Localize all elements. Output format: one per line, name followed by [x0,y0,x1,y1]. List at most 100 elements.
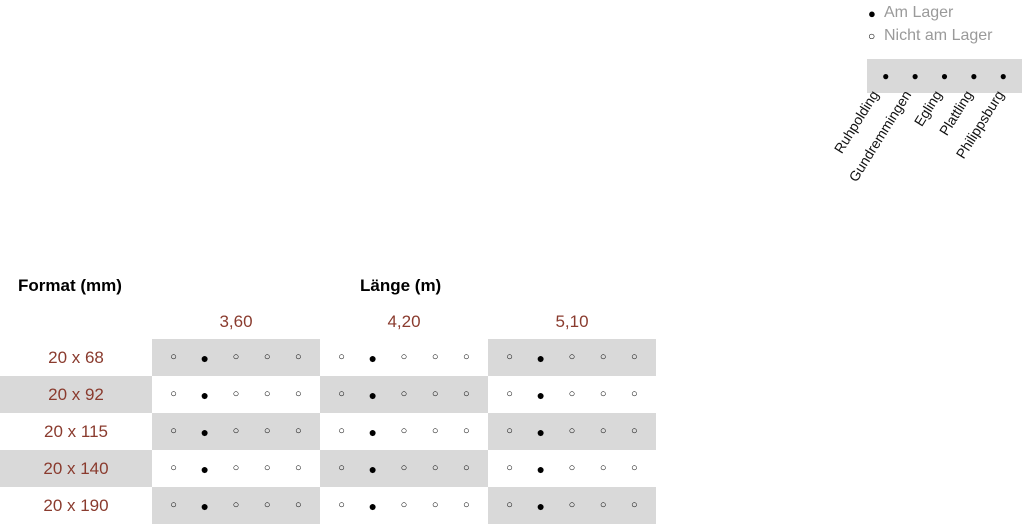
open-dot-icon: ○ [506,351,513,363]
open-dot-icon: ○ [400,351,408,363]
open-dot-icon: ○ [568,462,576,474]
open-dot-icon: ○ [400,425,408,437]
length-group-cell: ○●○○○ [488,487,656,524]
open-dot-icon: ○ [295,462,302,474]
open-dot-icon: ○ [295,388,302,400]
length-label: 5,10 [555,312,589,331]
filled-dot-icon: ● [536,497,546,514]
length-group-cell: ○ ● ○ ○ ○ [488,376,656,413]
open-dot-icon: ○ [631,351,638,363]
open-dot-icon: ○ [232,462,240,474]
filled-dot-icon: ● [868,5,876,21]
open-dot-icon: ○ [232,351,240,363]
open-dot-icon: ○ [400,388,408,400]
filled-dot-icon: ● [200,349,210,366]
filled-dot-icon: ● [536,386,546,403]
open-dot-icon: ○ [431,388,439,400]
legend-in-stock-label: Am Lager [884,4,954,21]
location-key-dot: ● [911,69,919,83]
open-dot-icon: ○ [431,499,439,511]
open-dot-icon: ○ [295,351,302,363]
open-dot-icon: ○ [868,29,876,43]
filled-dot-icon: ● [200,386,210,403]
open-dot-icon: ○ [431,425,439,437]
open-dot-icon: ○ [232,388,240,400]
open-dot-icon: ○ [506,425,513,437]
open-dot-icon: ○ [170,425,177,437]
open-dot-icon: ○ [599,462,607,474]
table-row: 20 x 92○●○○○○●○○○○●○○○ [0,376,656,413]
length-label: 4,20 [387,312,421,331]
filled-dot-icon: ● [536,349,546,366]
filled-dot-icon: ● [368,423,378,440]
format-cell: 20 x 68 [48,347,104,367]
open-dot-icon: ○ [263,351,271,363]
format-header: Format (mm) [18,276,122,295]
open-dot-icon: ○ [338,499,345,511]
format-cell: 20 x 92 [0,376,152,413]
open-dot-icon: ○ [463,499,470,511]
open-dot-icon: ○ [506,388,513,400]
location-key-dot: ● [999,69,1007,83]
open-dot-icon: ○ [170,351,177,363]
length-group-cell: ○●○○○ [152,413,320,450]
open-dot-icon: ○ [263,462,271,474]
filled-dot-icon: ● [368,497,378,514]
open-dot-icon: ○ [506,462,513,474]
location-key-dot: ● [970,69,978,83]
open-dot-icon: ○ [599,425,607,437]
open-dot-icon: ○ [338,351,345,363]
length-group-cell: ○●○○○ [320,450,488,487]
length-group-cell: ○●○○○ [488,413,656,450]
open-dot-icon: ○ [599,388,607,400]
length-header: Länge (m) [360,276,442,295]
table-row: 20 x 140○●○○○○●○○○○●○○○ [0,450,656,487]
open-dot-icon: ○ [599,499,607,511]
open-dot-icon: ○ [263,499,271,511]
location-key-bar: ● ● ● ● ● [867,59,1022,93]
length-group-cell: ○ ● ○ ○ ○ [320,339,488,376]
open-dot-icon: ○ [431,351,439,363]
table-row: 20 x 68○●○○○○●○○○○●○○○ [0,339,656,376]
open-dot-icon: ○ [295,499,302,511]
length-group-cell: ○●○○○ [488,450,656,487]
open-dot-icon: ○ [631,388,638,400]
length-group-cell: ○●○○○ [488,339,656,376]
open-dot-icon: ○ [400,462,408,474]
open-dot-icon: ○ [463,351,470,363]
open-dot-icon: ○ [170,462,177,474]
location-key-dot: ● [882,69,890,83]
filled-dot-icon: ● [200,460,210,477]
legend-out-of-stock: ○ Nicht am Lager [868,27,993,45]
length-group-cell: ○ ● ○ ○ ○ [152,450,320,487]
open-dot-icon: ○ [568,499,576,511]
length-group-cell: ○●○○○ [320,376,488,413]
open-dot-icon: ○ [506,499,513,511]
open-dot-icon: ○ [263,388,271,400]
length-group-cell: ○●○○○ [152,376,320,413]
open-dot-icon: ○ [568,425,576,437]
filled-dot-icon: ● [368,349,378,366]
open-dot-icon: ○ [295,425,302,437]
format-cell: 20 x 115 [44,421,108,441]
legend-out-of-stock-label: Nicht am Lager [884,27,993,44]
open-dot-icon: ○ [400,499,408,511]
open-dot-icon: ○ [170,499,177,511]
open-dot-icon: ○ [463,425,470,437]
open-dot-icon: ○ [631,425,638,437]
open-dot-icon: ○ [568,388,576,400]
length-group-cell: ○●○○○ [320,413,488,450]
length-label: 3,60 [219,312,253,331]
format-cell: 20 x 190 [43,495,109,515]
length-group-cell: ○ ● ○ ○ ○ [152,339,320,376]
open-dot-icon: ○ [568,351,576,363]
location-key-dot: ● [940,69,949,83]
table-row: 20 x 115○●○○○○●○○○○●○○○ [0,413,656,450]
filled-dot-icon: ● [200,423,210,440]
open-dot-icon: ○ [338,388,345,400]
filled-dot-icon: ● [536,460,546,477]
open-dot-icon: ○ [431,462,439,474]
open-dot-icon: ○ [263,425,271,437]
filled-dot-icon: ● [368,460,378,477]
table-row: 20 x 190○●○○○○●○○○○●○○○ [0,487,656,524]
